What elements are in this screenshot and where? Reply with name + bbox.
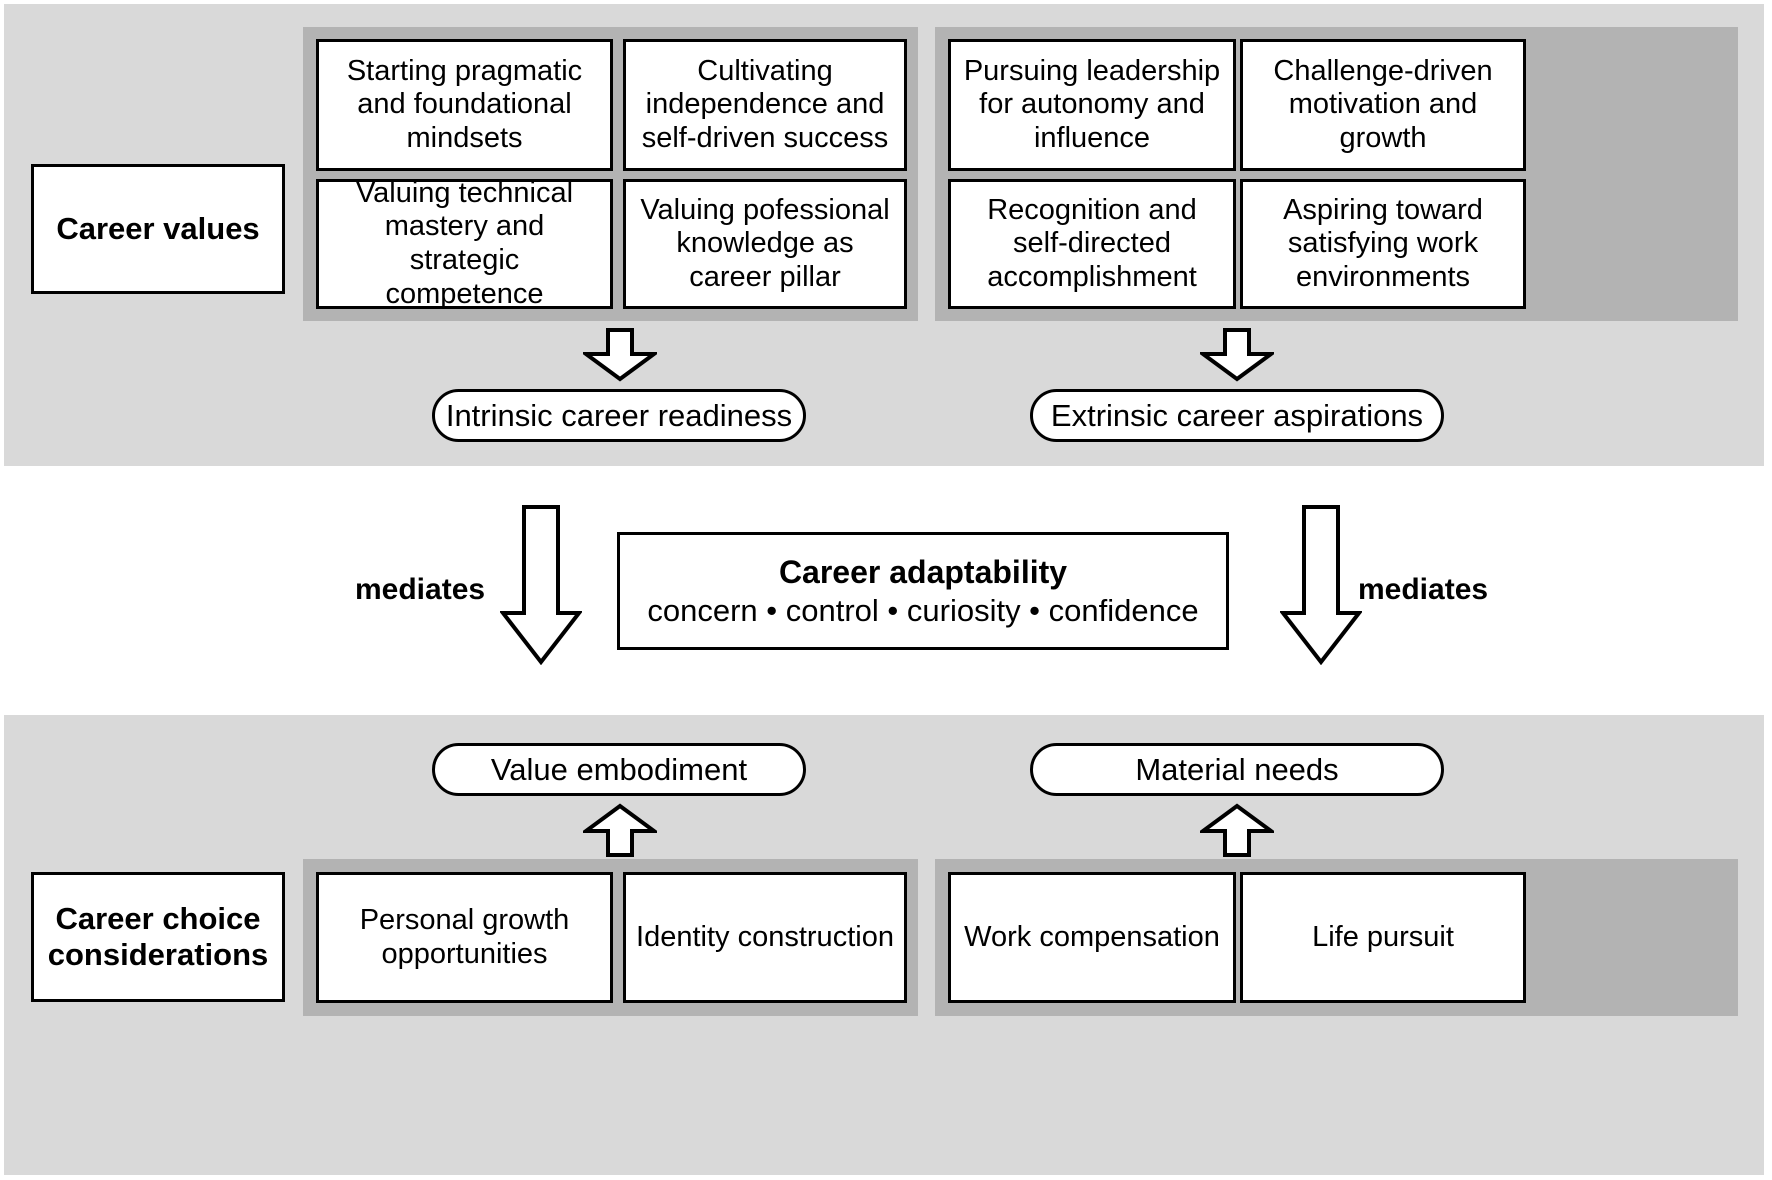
- top-right-item-2: Challenge-driven motivation and growth: [1240, 39, 1526, 171]
- top-left-item-1: Starting pragmatic and foundational mind…: [316, 39, 613, 171]
- outcome-material-needs-label: Material needs: [1135, 751, 1339, 787]
- outcome-intrinsic-career-readiness-label: Intrinsic career readiness: [445, 397, 793, 433]
- top-right-item-3: Recognition and self-directed accomplish…: [948, 179, 1236, 309]
- mediates-label-right: mediates: [1358, 573, 1489, 606]
- bottom-right-item-1: Work compensation: [948, 872, 1236, 1003]
- mediates-label-left: mediates: [355, 573, 486, 606]
- middle-right-down-arrow-icon: [1280, 505, 1362, 665]
- bottom-left-item-1-label: Personal growth opportunities: [359, 903, 570, 970]
- top-left-item-1-label: Starting pragmatic and foundational mind…: [346, 54, 583, 154]
- bottom-left-item-1: Personal growth opportunities: [316, 872, 613, 1003]
- middle-left-down-arrow-icon: [500, 505, 582, 665]
- bottom-left-item-2-label: Identity construction: [636, 920, 894, 953]
- anchor-career-values: Career values: [31, 164, 285, 294]
- top-left-item-2: Cultivating independence and self-driven…: [623, 39, 907, 171]
- top-right-item-3-label: Recognition and self-directed accomplish…: [987, 193, 1197, 293]
- top-left-down-arrow-icon: [583, 328, 657, 382]
- outcome-value-embodiment: Value embodiment: [432, 743, 806, 796]
- top-left-item-2-label: Cultivating independence and self-driven…: [641, 54, 889, 154]
- construct-title: Career adaptability: [778, 553, 1068, 590]
- top-left-item-3: Valuing technical mastery and strategic …: [316, 176, 613, 310]
- construct-career-adaptability: Career adaptability concern • control • …: [617, 532, 1229, 650]
- top-left-item-4-label: Valuing pofessional knowledge as career …: [640, 193, 890, 293]
- outcome-material-needs: Material needs: [1030, 743, 1444, 796]
- anchor-career-choice-considerations: Career choice considerations: [31, 872, 285, 1002]
- outcome-value-embodiment-label: Value embodiment: [490, 751, 748, 787]
- top-right-item-4: Aspiring toward satisfying work environm…: [1240, 179, 1526, 309]
- bottom-right-item-1-label: Work compensation: [964, 920, 1220, 953]
- top-right-item-2-label: Challenge-driven motivation and growth: [1273, 54, 1493, 154]
- bottom-right-up-arrow-icon: [1200, 803, 1274, 857]
- bottom-left-item-2: Identity construction: [623, 872, 907, 1003]
- outcome-intrinsic-career-readiness: Intrinsic career readiness: [432, 389, 806, 442]
- top-right-down-arrow-icon: [1200, 328, 1274, 382]
- top-right-item-1: Pursuing leadership for autonomy and inf…: [948, 39, 1236, 171]
- bottom-left-up-arrow-icon: [583, 803, 657, 857]
- outcome-extrinsic-career-aspirations-label: Extrinsic career aspirations: [1050, 397, 1424, 433]
- bottom-right-item-2-label: Life pursuit: [1312, 920, 1454, 953]
- top-left-item-4: Valuing pofessional knowledge as career …: [623, 179, 907, 309]
- anchor-career-values-label: Career values: [56, 211, 260, 247]
- top-right-item-4-label: Aspiring toward satisfying work environm…: [1283, 193, 1483, 293]
- outcome-extrinsic-career-aspirations: Extrinsic career aspirations: [1030, 389, 1444, 442]
- bottom-right-item-2: Life pursuit: [1240, 872, 1526, 1003]
- top-right-item-1-label: Pursuing leadership for autonomy and inf…: [963, 54, 1221, 154]
- top-left-item-3-label: Valuing technical mastery and strategic …: [355, 176, 574, 310]
- anchor-career-choice-considerations-label: Career choice considerations: [47, 901, 269, 972]
- construct-subtitle: concern • control • curiosity • confiden…: [647, 592, 1199, 628]
